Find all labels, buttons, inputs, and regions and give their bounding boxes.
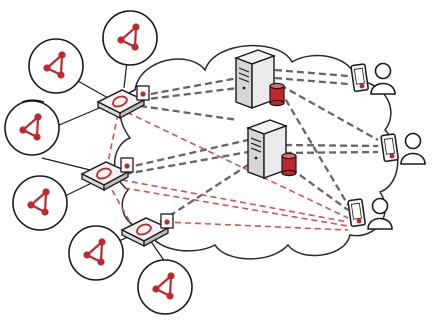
sensor-links — [39, 51, 166, 263]
sensor-network-3 — [3, 99, 61, 157]
sensor-network-6 — [136, 258, 194, 316]
red-dashed-links — [107, 107, 349, 231]
sensor-network-1 — [27, 37, 85, 95]
gray-dashed-links — [124, 68, 379, 223]
sensor-network-5 — [67, 224, 125, 282]
sensor-network-2 — [101, 9, 159, 67]
sensor-network-4 — [11, 174, 69, 232]
phone-and-user-1 — [350, 62, 396, 95]
phone-and-user-2 — [380, 132, 426, 165]
signal-arc — [21, 99, 45, 103]
